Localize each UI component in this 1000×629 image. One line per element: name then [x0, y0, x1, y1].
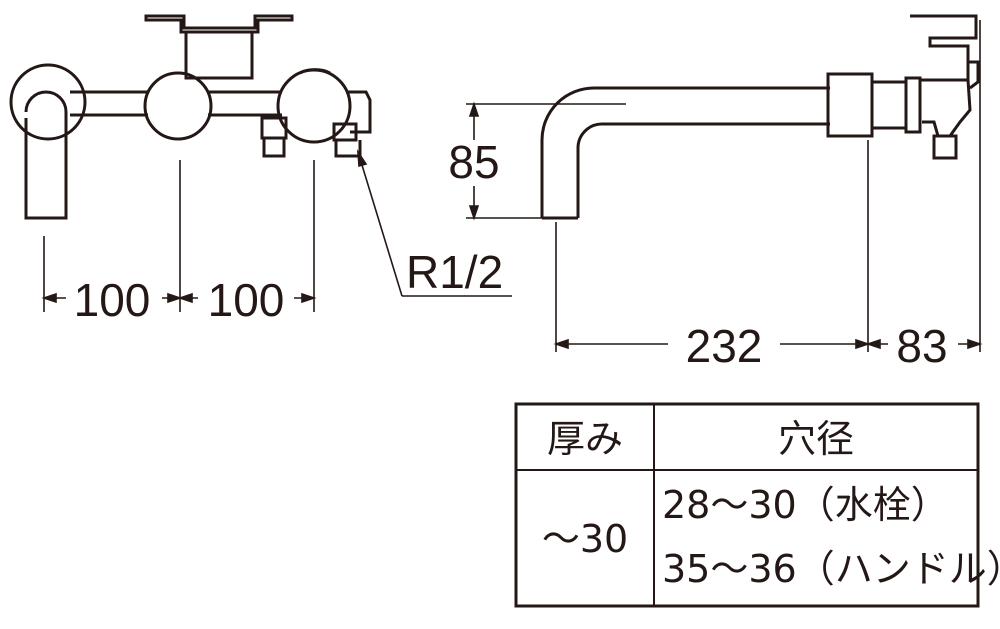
- body-collar: [826, 72, 874, 138]
- left-handle-hub: [9, 63, 87, 141]
- dim-h-mask: [440, 140, 504, 186]
- arrow-d2: [967, 338, 983, 350]
- dim-left-span-2: 100: [208, 274, 285, 326]
- dim-spout-height: 85: [448, 136, 499, 188]
- wall-bracket: [910, 14, 978, 82]
- thread-leader: [357, 151, 403, 297]
- dim-d-mask: [888, 322, 958, 368]
- arrow-b2: [301, 292, 317, 304]
- mounting-block: [184, 30, 254, 80]
- dim-b-mask: [198, 276, 294, 322]
- mounting-plate: [144, 14, 294, 34]
- arrow-d1: [865, 338, 881, 350]
- spout-outer: [540, 86, 830, 218]
- arrow-b1: [177, 292, 193, 304]
- arrow-h1: [468, 101, 480, 117]
- left-supply-nut: [260, 116, 288, 158]
- side-view: [540, 14, 980, 220]
- dim-left-span-1: 100: [74, 274, 151, 326]
- thread-leader-arrow: [356, 149, 368, 168]
- table-border: [514, 402, 980, 608]
- arrow-r1: [553, 338, 569, 350]
- arrow-a1: [41, 292, 57, 304]
- table-thickness-value: ～30: [542, 517, 628, 561]
- arrow-a2: [167, 292, 183, 304]
- wall-body: [920, 78, 972, 138]
- right-supply-nut: [332, 122, 362, 158]
- table-hole-row: 35～36（ハンドル）: [662, 547, 1000, 591]
- table-header-thickness: 厚み: [547, 417, 623, 461]
- spec-table: [514, 402, 980, 608]
- table-hole-row: 28～30（水栓）: [662, 483, 949, 527]
- centre-body: [143, 71, 213, 141]
- dim-a-mask: [66, 276, 162, 322]
- left-handle-lever: [24, 90, 68, 220]
- dim-spout-reach: 232: [686, 320, 763, 372]
- table-header-hole: 穴径: [778, 417, 854, 461]
- dim-r-mask: [668, 322, 780, 368]
- right-handle-body: [276, 68, 352, 144]
- dim-body-depth: 83: [896, 320, 947, 372]
- right-body-side: [346, 90, 372, 134]
- body-nut: [904, 76, 922, 134]
- wall-cap: [968, 60, 980, 90]
- arrow-r2: [855, 338, 871, 350]
- dim-thread-size: R1/2: [406, 246, 503, 298]
- spout-inner: [576, 122, 626, 218]
- arrow-h2: [468, 205, 480, 221]
- body-main: [870, 80, 908, 130]
- side-supply-nut: [932, 134, 958, 160]
- front-view: [9, 14, 372, 220]
- right-handle-cap: [299, 68, 331, 75]
